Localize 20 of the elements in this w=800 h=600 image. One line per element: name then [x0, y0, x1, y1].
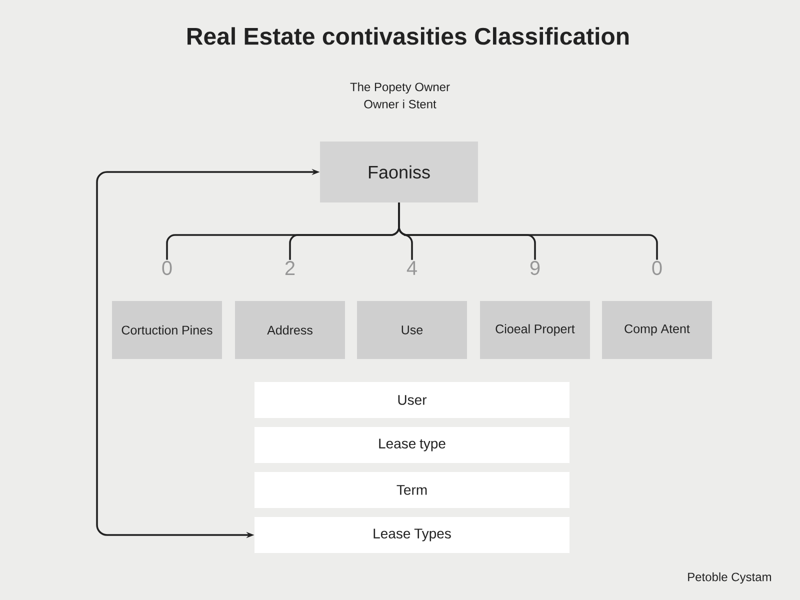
- node-label: 4: [406, 261, 417, 275]
- note-text: The Popety Owner: [350, 82, 450, 94]
- list-row: User: [254, 382, 570, 418]
- category-box: Cioeal Propert 9: [480, 260, 590, 359]
- title: Real Estate contivasities Classification: [188, 27, 629, 45]
- category-box: Use 4: [357, 261, 467, 359]
- connector: [398, 202, 658, 260]
- note-text: Owner i Stent: [364, 100, 436, 108]
- list-row: Term: [254, 472, 570, 508]
- category-box: Comp Atent 0: [602, 260, 712, 359]
- node-label: 0: [162, 260, 172, 276]
- node-label: 0: [652, 260, 662, 276]
- category-box: Address 2: [235, 261, 345, 359]
- node-label: 2: [285, 261, 295, 275]
- list-row: Lease type: [254, 427, 570, 463]
- category-box: Cortuction Pines 0: [112, 260, 222, 359]
- node-label: 9: [530, 260, 540, 276]
- list-row: Lease Types: [254, 517, 570, 553]
- category-box: Faoniss: [320, 142, 478, 202]
- note-text: Petoble Cystam: [688, 572, 771, 584]
